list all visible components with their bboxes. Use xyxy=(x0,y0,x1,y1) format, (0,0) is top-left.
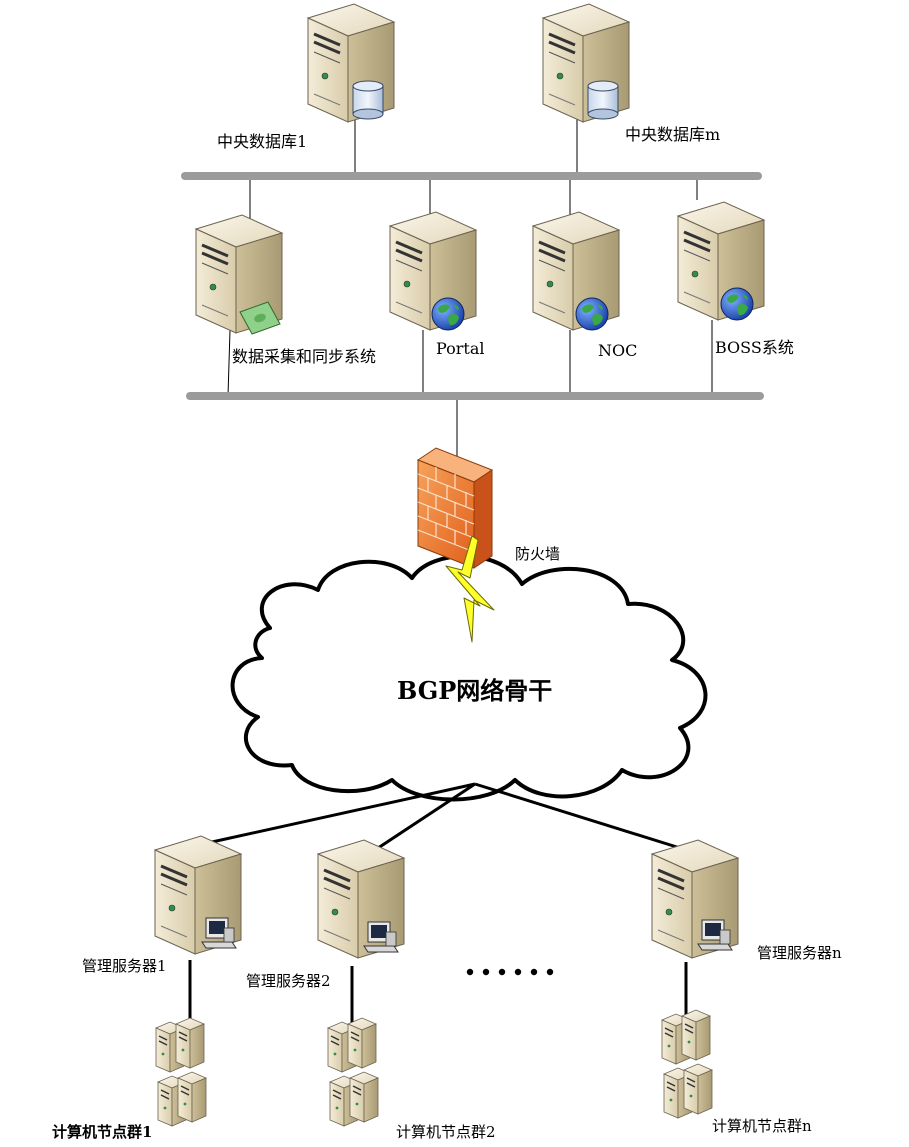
central-database-server-m xyxy=(543,4,629,122)
database-icon xyxy=(353,81,383,119)
globe-icon xyxy=(432,298,464,330)
bgp-backbone-label: BGP网络骨干 xyxy=(397,671,552,706)
compute-cluster-2 xyxy=(328,1018,378,1126)
database-icon xyxy=(588,81,618,119)
data-collection-sync-server xyxy=(196,215,282,334)
globe-icon xyxy=(576,298,608,330)
management-server-2-label: 管理服务器2 xyxy=(246,970,331,991)
management-server-n-label: 管理服务器n xyxy=(757,942,842,963)
portal-server xyxy=(390,212,476,330)
management-server-2 xyxy=(318,840,404,958)
boss-label: BOSS系统 xyxy=(715,334,794,358)
firewall-label: 防火墙 xyxy=(515,543,560,564)
central-database-m-label: 中央数据库m xyxy=(625,121,720,145)
ellipsis-dots xyxy=(467,969,553,975)
portal-label: Portal xyxy=(436,339,484,358)
management-server-1 xyxy=(155,836,241,954)
compute-cluster-1 xyxy=(156,1018,206,1126)
noc-label: NOC xyxy=(598,341,637,360)
boss-server xyxy=(678,202,764,320)
compute-cluster-1-label: 计算机节点群1 xyxy=(52,1121,152,1142)
central-database-server-1 xyxy=(308,4,394,122)
data-collection-sync-label: 数据采集和同步系统 xyxy=(232,343,376,367)
central-database-1-label: 中央数据库1 xyxy=(217,128,307,152)
compute-cluster-n-label: 计算机节点群n xyxy=(712,1115,812,1136)
management-server-1-label: 管理服务器1 xyxy=(82,955,167,976)
management-server-n xyxy=(652,840,738,958)
noc-server xyxy=(533,212,619,330)
globe-icon xyxy=(721,288,753,320)
compute-cluster-2-label: 计算机节点群2 xyxy=(396,1121,496,1142)
compute-cluster-n xyxy=(662,1010,712,1118)
firewall xyxy=(418,448,492,568)
